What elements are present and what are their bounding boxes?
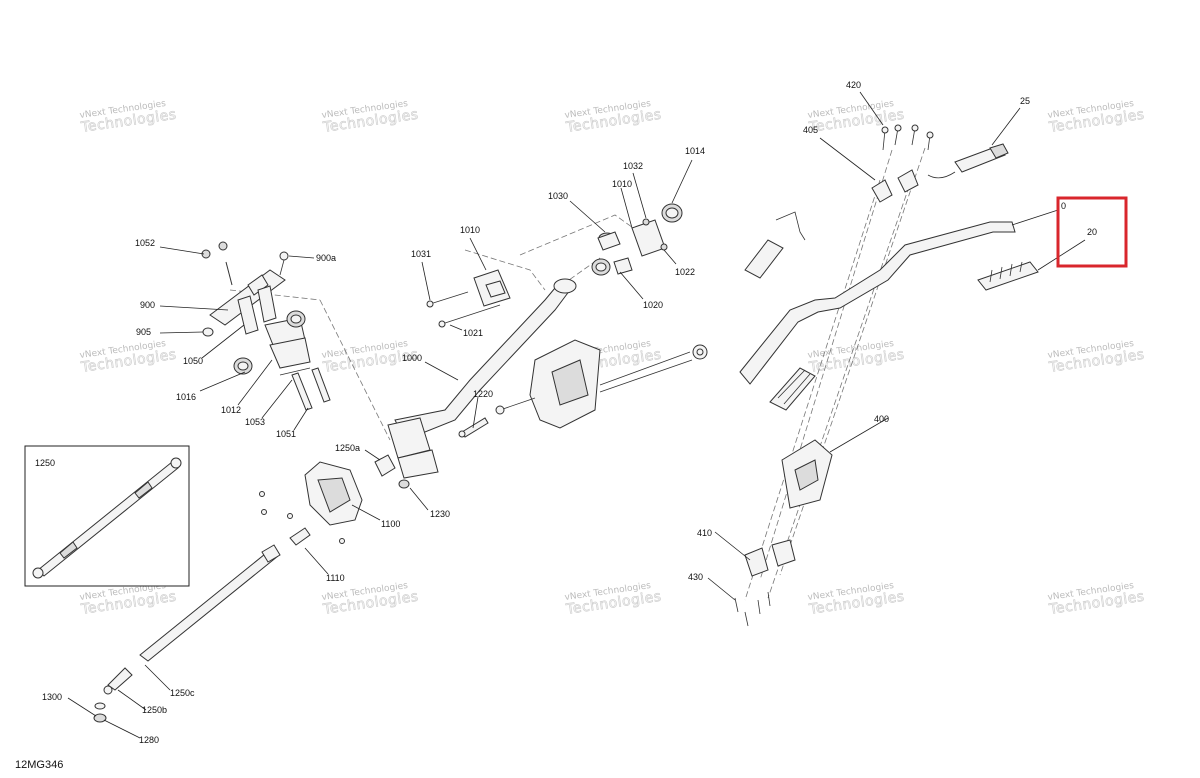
label-1220: 1220 [473, 389, 493, 399]
highlight-box [1056, 196, 1128, 268]
leader-lines [67, 91, 1086, 739]
label-1012: 1012 [221, 405, 241, 415]
label-420: 420 [846, 80, 861, 90]
nut-1032 [642, 218, 650, 226]
watermark: vNext Technologies Technologies [79, 339, 178, 376]
diagram-id: 12MG346 [15, 759, 63, 771]
label-400: 400 [874, 414, 889, 424]
handlebar [739, 221, 1016, 385]
label-1031: 1031 [411, 249, 431, 259]
washer-1300 [94, 702, 106, 710]
label-1020: 1020 [643, 300, 663, 310]
label-1250b: 1250b [142, 705, 167, 715]
label-1051: 1051 [276, 429, 296, 439]
steering-gear-box [495, 339, 708, 429]
tie-rod-end-1250b [107, 667, 133, 691]
boot-1250a [374, 454, 396, 477]
label-1053: 1053 [245, 417, 265, 427]
grip-20 [977, 261, 1039, 291]
lower-column [93, 454, 396, 723]
steering-column [387, 203, 683, 489]
bolt-1220 [461, 417, 489, 438]
label-1052: 1052 [135, 238, 155, 248]
watermark: vNext Technologies Technologies [1047, 99, 1146, 136]
clamp-405-right [897, 169, 919, 193]
handlebar-assembly [734, 124, 1039, 627]
label-25: 25 [1020, 96, 1030, 106]
clamp-405-left [871, 179, 893, 203]
bolt-1051-b [311, 367, 331, 403]
label-1016: 1016 [176, 392, 196, 402]
screw-900a [279, 251, 289, 261]
watermark: vNext Technologies Technologies [564, 99, 663, 136]
label-1022: 1022 [675, 267, 695, 277]
bolt-1021 [441, 304, 501, 325]
watermark: vNext Technologies Technologies [807, 339, 906, 376]
label-905: 905 [136, 327, 151, 337]
label-900a: 900a [316, 253, 336, 263]
label-20: 20 [1087, 227, 1097, 237]
label-1030: 1030 [548, 191, 568, 201]
nut-1052-b [218, 241, 228, 251]
throttle-switch [744, 239, 784, 279]
watermarks: vNext Technologies Technologies vNext Te… [79, 99, 1146, 618]
watermark: vNext Technologies Technologies [79, 99, 178, 136]
label-1014: 1014 [685, 146, 705, 156]
label-1250: 1250 [35, 458, 55, 468]
label-1110: 1110 [326, 573, 345, 583]
label-0: 0 [1061, 201, 1066, 211]
watermark: vNext Technologies Technologies [321, 581, 420, 618]
watermark: vNext Technologies Technologies [1047, 339, 1146, 376]
label-1250c: 1250c [170, 688, 195, 698]
grip-left [769, 367, 816, 411]
bushing-1050-b [257, 285, 277, 323]
clamp-1010-right [631, 219, 666, 257]
watermark: vNext Technologies Technologies [1047, 581, 1146, 618]
label-410: 410 [697, 528, 712, 538]
bushing-1050-a [237, 295, 259, 335]
nut-1280 [93, 713, 107, 723]
clamp-410-left [744, 547, 769, 577]
label-1050: 1050 [183, 356, 203, 366]
label-430: 430 [688, 572, 703, 582]
label-1032: 1032 [623, 161, 643, 171]
label-1010-left: 1010 [460, 225, 480, 235]
label-1010-upper: 1010 [612, 179, 632, 189]
watermark: vNext Technologies Technologies [564, 581, 663, 618]
inset-box-1250 [24, 445, 190, 587]
watermark: vNext Technologies Technologies [807, 99, 906, 136]
nut-1022 [660, 243, 668, 251]
watermark: vNext Technologies Technologies [321, 99, 420, 136]
bracket-assembly [201, 241, 331, 411]
washer-1230 [398, 479, 410, 489]
label-1280: 1280 [139, 735, 159, 745]
washer-905 [202, 327, 214, 337]
label-405: 405 [803, 125, 818, 135]
label-1100: 1100 [381, 519, 400, 529]
part-labels: 420 25 405 0 20 1014 1032 1010 1030 1010… [35, 80, 1097, 745]
bolt-1051-a [291, 372, 313, 411]
label-900: 900 [140, 300, 155, 310]
label-1230: 1230 [430, 509, 450, 519]
clamp-lower [269, 337, 311, 369]
label-1300: 1300 [42, 692, 62, 702]
clamp-410-right [771, 539, 796, 567]
label-1021: 1021 [463, 328, 483, 338]
watermark: vNext Technologies Technologies [807, 581, 906, 618]
label-1250a: 1250a [335, 443, 360, 453]
label-1000: 1000 [402, 353, 422, 363]
bolt-1031 [429, 291, 469, 305]
